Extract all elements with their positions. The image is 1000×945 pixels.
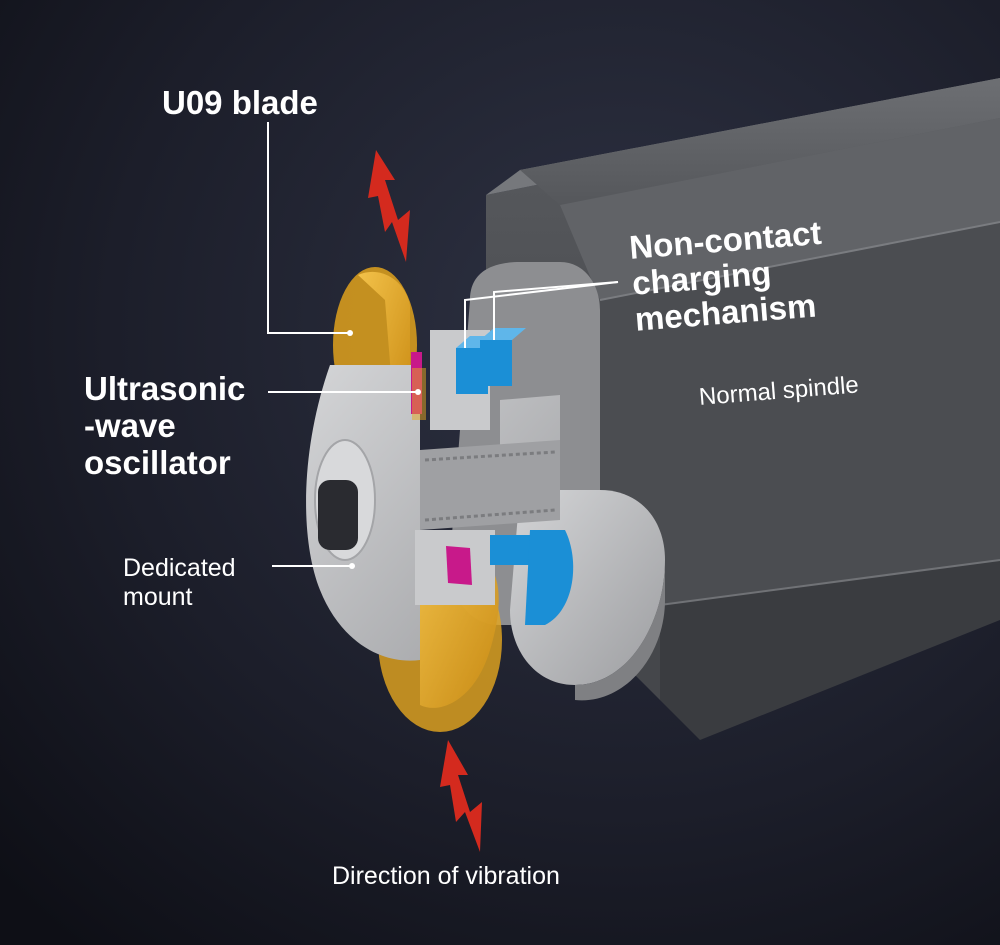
label-u09-blade: U09 blade [162, 84, 318, 121]
label-non-contact-charging: Non-contact charging mechanism [627, 213, 823, 338]
blade-leader [267, 122, 350, 334]
vibration-arrow-bottom [440, 740, 482, 852]
label-ultrasonic-oscillator: Ultrasonic -wave oscillator [84, 370, 246, 481]
label-dedicated-mount: Dedicated mount [123, 554, 236, 611]
charging-coils [456, 328, 574, 625]
vibration-arrow-top [368, 150, 410, 262]
label-direction-of-vibration: Direction of vibration [332, 862, 560, 890]
front-hub [306, 330, 560, 661]
leader-lines [267, 122, 619, 569]
ultrasonic-oscillator [411, 352, 472, 585]
charging-leader-1 [493, 281, 619, 340]
charging-leader-2 [464, 281, 619, 348]
